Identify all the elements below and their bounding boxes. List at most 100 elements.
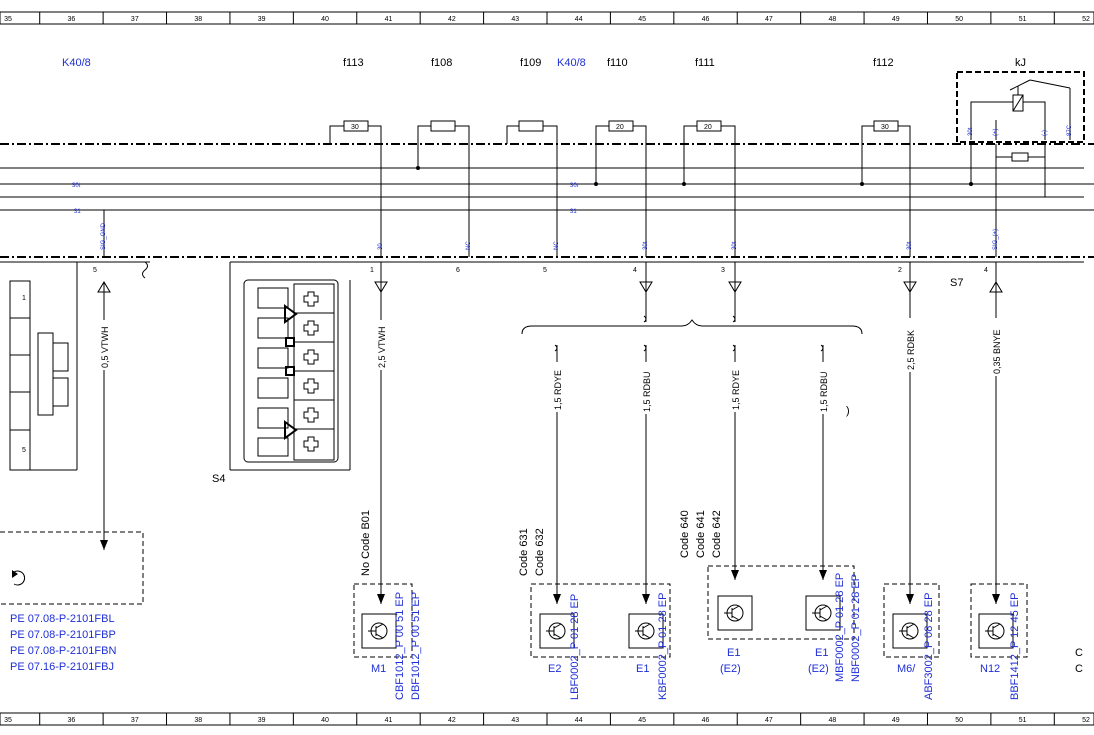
ruler-label: 41	[385, 16, 393, 23]
ruler-label: 37	[131, 717, 139, 724]
bus-label-31-mid: 31	[570, 209, 577, 215]
wire-labels: 0,5 VTWH 2,5 VTWH 1,5 RDYE 1,5 RDBU 1,5 …	[99, 318, 1002, 414]
ruler-label: 36	[68, 16, 76, 23]
component-label-m1[interactable]: M1	[371, 663, 386, 675]
ruler-label: 48	[828, 16, 836, 23]
ground-code-e2[interactable]: LBF0002_P 01 28 EP	[569, 594, 581, 700]
ruler-label: 46	[702, 16, 710, 23]
side-pin-5: 5	[22, 447, 26, 454]
fuse-label-f111: f111	[695, 57, 715, 69]
wire-label-0-5-vtwh: 0,5 VTWH	[100, 326, 110, 368]
ruler-label: 43	[511, 16, 519, 23]
fuse-label-f113: f113	[343, 57, 364, 69]
ruler-label: 45	[638, 16, 646, 23]
wire-label-1-5-rdbu-2: 1,5 RDBU	[819, 371, 829, 412]
transistor-symbols	[361, 595, 1014, 649]
ground-code-e1-b-b[interactable]: NBF0002_P 01 28 EP	[850, 574, 862, 682]
ruler-label: 40	[321, 717, 329, 724]
ground-symbol-icon	[13, 570, 26, 586]
connector-pin-5a: 5	[93, 267, 97, 274]
ruler-label: 50	[955, 717, 963, 724]
ground-code-m6[interactable]: ABF3002_P 08 28 EP	[923, 593, 935, 700]
connector-pin-4b: 4	[984, 267, 988, 274]
fuse-label-f108: f108	[431, 57, 452, 69]
connector-strip	[0, 261, 1084, 471]
ruler-label: 50	[955, 16, 963, 23]
component-label-e2-c[interactable]: (E2)	[720, 663, 741, 675]
code-label-640: Code 640	[679, 510, 691, 558]
component-label-n12[interactable]: N12	[980, 663, 1000, 675]
ground-code-m1-a[interactable]: CBF1012_P 00 51 EP	[394, 592, 406, 700]
pin-tag-sig-gnd: SIG_GND	[101, 222, 107, 250]
connector-pin-5b: 5	[543, 267, 547, 274]
reference-link-3[interactable]: PE 07.08-P-2101FBN	[10, 645, 116, 657]
ruler-label: 43	[511, 717, 519, 724]
component-label-e2-d[interactable]: (E2)	[808, 663, 829, 675]
side-pin-1: 1	[22, 295, 26, 302]
ruler-label: 38	[194, 16, 202, 23]
ruler-label: 44	[575, 717, 583, 724]
pin-tag-sig-plus: SIG_(+)	[993, 229, 999, 250]
reference-link-4[interactable]: PE 07.16-P-2101FBJ	[10, 661, 114, 673]
relay-kj: 30t (+) (-) 87C	[956, 71, 1085, 143]
ground-code-e1-b-a[interactable]: MBF0002_P 01 28 EP	[834, 573, 846, 682]
ruler-label: 40	[321, 16, 329, 23]
wire-label-1-5-rdbu-1: 1,5 RDBU	[642, 371, 652, 412]
internal-wiring	[0, 144, 1094, 257]
relay-pin-minus: (-)	[1042, 130, 1048, 136]
component-label-e1-c[interactable]: E1	[727, 647, 740, 659]
boundary-lines	[0, 143, 1094, 258]
reference-box: PE 07.08-P-2101FBL PE 07.08-P-2101FBP PE…	[0, 531, 144, 673]
fuse-value-f110: 20	[616, 124, 624, 131]
component-label-e2[interactable]: E2	[548, 663, 561, 675]
ruler-label: 52	[1082, 717, 1090, 724]
reference-link-1[interactable]: PE 07.08-P-2101FBL	[10, 613, 115, 625]
ruler-label: 36	[68, 717, 76, 724]
code-label-631: Code 631	[518, 528, 530, 576]
component-label-m6[interactable]: M6/	[897, 663, 916, 675]
fuse-label-f110: f110	[607, 57, 628, 69]
fuse-block	[329, 120, 911, 144]
ruler-label: 48	[828, 717, 836, 724]
ground-code-n12[interactable]: BBF1412_P 12 45 EP	[1009, 593, 1021, 700]
pin-tag-nc-1: NC	[466, 241, 472, 250]
bus-label-31-left: 31	[74, 209, 81, 215]
fuse-label-f112: f112	[873, 57, 894, 69]
ruler-label: 44	[575, 16, 583, 23]
ground-code-e1[interactable]: KBF0002_P 01 28 EP	[657, 593, 669, 700]
connector-pin-2: 2	[898, 267, 902, 274]
ruler-label: 49	[892, 16, 900, 23]
relay-pin-30t: 30t	[968, 127, 974, 136]
ruler-label: 51	[1019, 717, 1027, 724]
arrow-tips	[100, 540, 1000, 604]
ruler-label: 39	[258, 16, 266, 23]
fuse-value-f113: 30	[351, 124, 359, 131]
reference-link-2[interactable]: PE 07.08-P-2101FBP	[10, 629, 116, 641]
connector-pin-6: 6	[456, 267, 460, 274]
edge-letter-2: C	[1075, 663, 1083, 675]
ruler-label: 42	[448, 717, 456, 724]
relay-pin-87c: 87C	[1067, 124, 1073, 136]
code-label-no-b01: No Code B01	[360, 510, 372, 576]
fuse-value-f112: 30	[881, 124, 889, 131]
paren-mark: )	[846, 405, 850, 417]
fuse-value-f111: 20	[704, 124, 712, 131]
code-label-632: Code 632	[534, 528, 546, 576]
left-component	[9, 262, 78, 471]
ground-code-m1-b[interactable]: DBF1012_P 00 51 EP	[410, 592, 422, 700]
pin-symbols	[97, 281, 1003, 352]
ruler-label: 49	[892, 717, 900, 724]
ruler-label: 51	[1019, 16, 1027, 23]
relay-label-kj: kJ	[1015, 57, 1026, 69]
component-label-e1-d[interactable]: E1	[815, 647, 828, 659]
grouping-brace	[521, 319, 863, 335]
code-label-642: Code 642	[711, 510, 723, 558]
connector-name-s7: S7	[950, 277, 963, 289]
pin-tag-nc-2: NC	[554, 241, 560, 250]
fuse-label-f109: f109	[520, 57, 541, 69]
k40-8-label-mid: K40/8	[557, 57, 586, 69]
transistor-glyphs	[368, 604, 1005, 640]
component-label-e1[interactable]: E1	[636, 663, 649, 675]
